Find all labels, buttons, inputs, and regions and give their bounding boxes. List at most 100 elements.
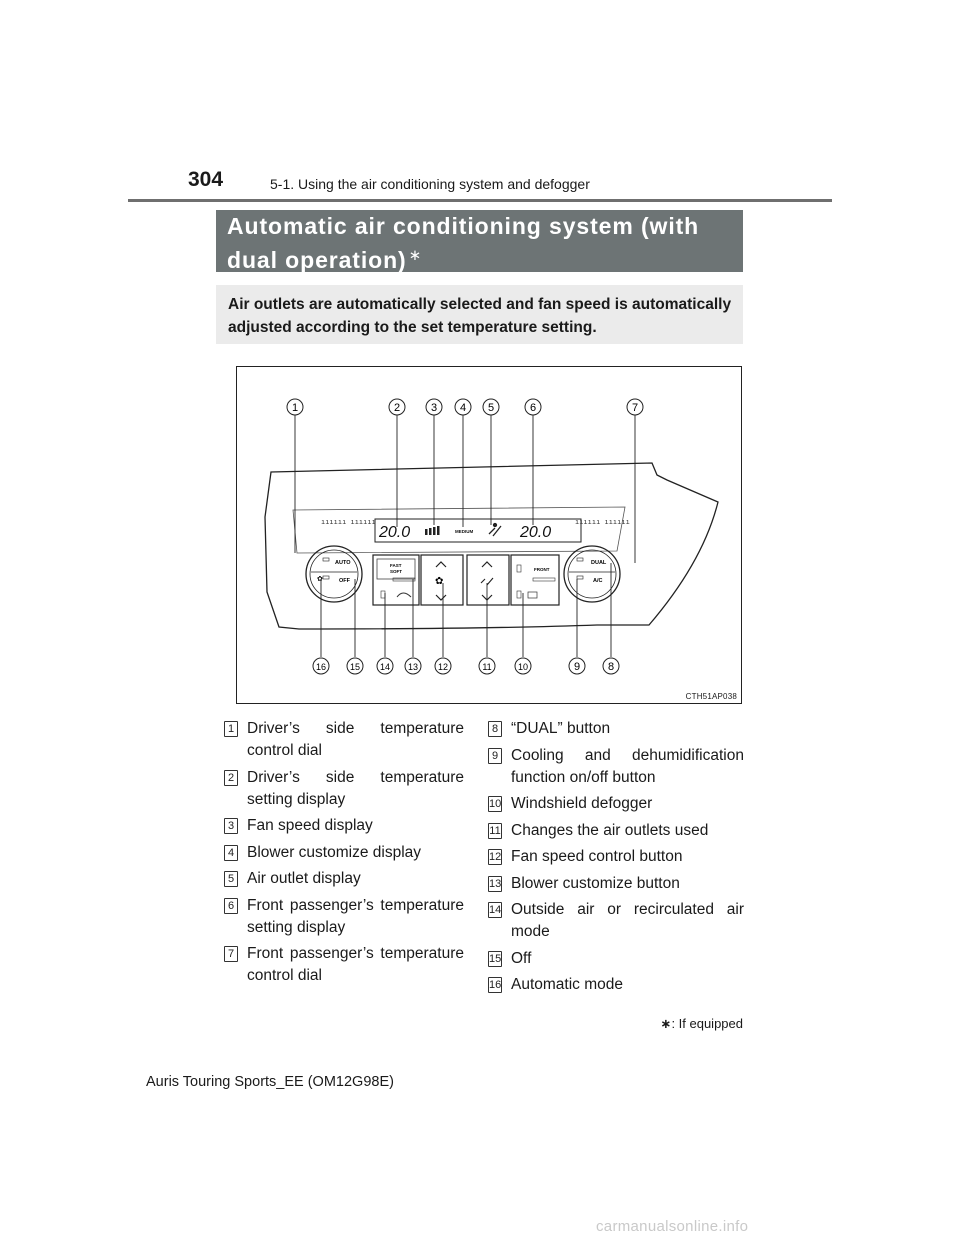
left-temp-scale-icon: ıııııı ıııııı bbox=[321, 518, 376, 526]
svg-text:4: 4 bbox=[460, 402, 466, 414]
control-panel-figure: 20.0 20.0 MEDIUM ıııııı ıııııı ıııııı ıı… bbox=[236, 366, 742, 704]
footnote-text: : If equipped bbox=[671, 1016, 743, 1031]
svg-text:3: 3 bbox=[431, 402, 437, 414]
callout-2: 2 bbox=[388, 398, 406, 416]
page-title-text: Automatic air conditioning system (with … bbox=[227, 213, 700, 273]
control-panel-illustration: 20.0 20.0 MEDIUM ıııııı ıııııı ıııııı ıı… bbox=[264, 398, 719, 675]
legend-number: 6 bbox=[224, 897, 238, 914]
soft-label: SOFT bbox=[390, 569, 402, 574]
legend-item: 9 Cooling and dehumidification function o… bbox=[488, 745, 744, 789]
callout-4: 4 bbox=[454, 398, 472, 416]
legend-text: Windshield defogger bbox=[511, 795, 653, 812]
svg-text:12: 12 bbox=[438, 662, 448, 672]
driver-temp-dial[interactable]: AUTO OFF ✿ bbox=[305, 545, 363, 603]
callout-leader-lines bbox=[294, 415, 636, 657]
legend-number: 10 bbox=[488, 796, 502, 812]
fan-speed-button-group[interactable]: ✿ bbox=[420, 554, 464, 606]
intro-text: Air outlets are automatically selected a… bbox=[216, 285, 743, 344]
callout-6: 6 bbox=[524, 398, 542, 416]
legend-number: 8 bbox=[488, 721, 502, 737]
legend-number: 14 bbox=[488, 902, 502, 918]
legend-item: 14 Outside air or recirculated air mode bbox=[488, 899, 744, 943]
callout-10: 10 bbox=[514, 657, 532, 675]
section-title: 5-1. Using the air conditioning system a… bbox=[270, 176, 590, 192]
legend-item: 10 Windshield defogger bbox=[488, 793, 744, 815]
legend-number: 3 bbox=[224, 818, 238, 834]
legend-number: 15 bbox=[488, 950, 502, 967]
defogger-button-group[interactable]: FRONT bbox=[510, 554, 560, 606]
right-temp-scale-icon: ıııııı ıııııı bbox=[575, 518, 630, 526]
legend-number: 11 bbox=[488, 822, 502, 839]
callout-numbers: 1 2 3 4 5 6 7 8 9 10 11 12 13 14 15 16 bbox=[286, 398, 644, 675]
blower-customize-button-group[interactable]: FAST SOFT bbox=[372, 554, 420, 606]
legend-item: 4 Blower customize display bbox=[224, 842, 464, 864]
air-outlet-button-group[interactable] bbox=[466, 554, 510, 606]
outlet-mode-icon bbox=[480, 577, 494, 586]
callout-16: 16 bbox=[312, 657, 330, 675]
watermark: carmanualsonline.info bbox=[596, 1218, 749, 1235]
legend-number: 9 bbox=[488, 747, 502, 764]
callout-15: 15 bbox=[346, 657, 364, 675]
legend-text: Fan speed control button bbox=[511, 848, 683, 865]
legend-text: Front passenger’s temperature control di… bbox=[247, 945, 464, 984]
svg-text:1: 1 bbox=[292, 402, 298, 414]
legend-item: 3 Fan speed display bbox=[224, 815, 464, 837]
legend-text: Cooling and dehumidification function on… bbox=[511, 746, 744, 786]
legend-text: Fan speed display bbox=[247, 817, 373, 834]
legend-text: Driver’s side temperature setting displa… bbox=[247, 768, 464, 808]
svg-text:13: 13 bbox=[408, 662, 418, 672]
off-button-label[interactable]: OFF bbox=[339, 578, 351, 584]
legend-number: 5 bbox=[224, 871, 238, 887]
fan-up-chevron-icon bbox=[435, 561, 447, 568]
callout-11: 11 bbox=[478, 657, 496, 675]
legend-number: 7 bbox=[224, 946, 238, 962]
svg-text:6: 6 bbox=[530, 402, 536, 414]
legend-number: 4 bbox=[224, 844, 238, 861]
svg-text:11: 11 bbox=[482, 662, 491, 672]
blower-mode-display: MEDIUM bbox=[455, 529, 473, 534]
fan-down-chevron-icon bbox=[435, 594, 447, 601]
svg-text:7: 7 bbox=[632, 402, 638, 414]
svg-text:16: 16 bbox=[316, 662, 326, 672]
svg-text:14: 14 bbox=[380, 662, 390, 672]
legend-number: 16 bbox=[488, 977, 502, 993]
callout-14: 14 bbox=[376, 657, 394, 675]
fan-speed-bars-icon bbox=[425, 526, 440, 535]
footer-model: Auris Touring Sports_EE (OM12G98E) bbox=[146, 1074, 394, 1090]
callout-9: 9 bbox=[568, 657, 586, 675]
legend-item: 16 Automatic mode bbox=[488, 974, 744, 996]
legend-text: Outside air or recirculated air mode bbox=[511, 901, 744, 940]
ac-button-label[interactable]: A/C bbox=[593, 578, 603, 584]
legend-item: 2 Driver’s side temperature setting displ… bbox=[224, 767, 464, 811]
page-number: 304 bbox=[188, 168, 224, 191]
dual-button-label[interactable]: DUAL bbox=[591, 560, 607, 566]
legend-item: 6 Front passenger’s temperature setting d… bbox=[224, 895, 464, 939]
legend-number: 13 bbox=[488, 875, 502, 892]
right-temp-display: 20.0 bbox=[519, 524, 551, 541]
callout-3: 3 bbox=[425, 398, 443, 416]
legend-text: Air outlet display bbox=[247, 870, 361, 887]
callout-7: 7 bbox=[626, 398, 644, 416]
legend-text: Automatic mode bbox=[511, 976, 623, 993]
callout-13: 13 bbox=[404, 657, 422, 675]
equipped-mark: ∗ bbox=[408, 247, 423, 264]
recirculation-icon bbox=[396, 592, 412, 598]
front-defog-label: FRONT bbox=[534, 567, 550, 572]
passenger-temp-dial[interactable]: DUAL A/C bbox=[563, 545, 621, 603]
legend-text: Blower customize display bbox=[247, 843, 422, 861]
svg-text:9: 9 bbox=[574, 661, 580, 673]
legend-text: Front passenger’s temperature setting di… bbox=[247, 896, 464, 936]
page-title: Automatic air conditioning system (with … bbox=[216, 210, 743, 273]
legend-number: 2 bbox=[224, 769, 238, 786]
auto-button-label[interactable]: AUTO bbox=[335, 560, 351, 566]
header-rule bbox=[128, 199, 832, 202]
figure-code: CTH51AP038 bbox=[685, 692, 737, 701]
callout-12: 12 bbox=[434, 657, 452, 675]
legend-item: 5 Air outlet display bbox=[224, 868, 464, 890]
rear-defog-icon bbox=[527, 591, 538, 599]
